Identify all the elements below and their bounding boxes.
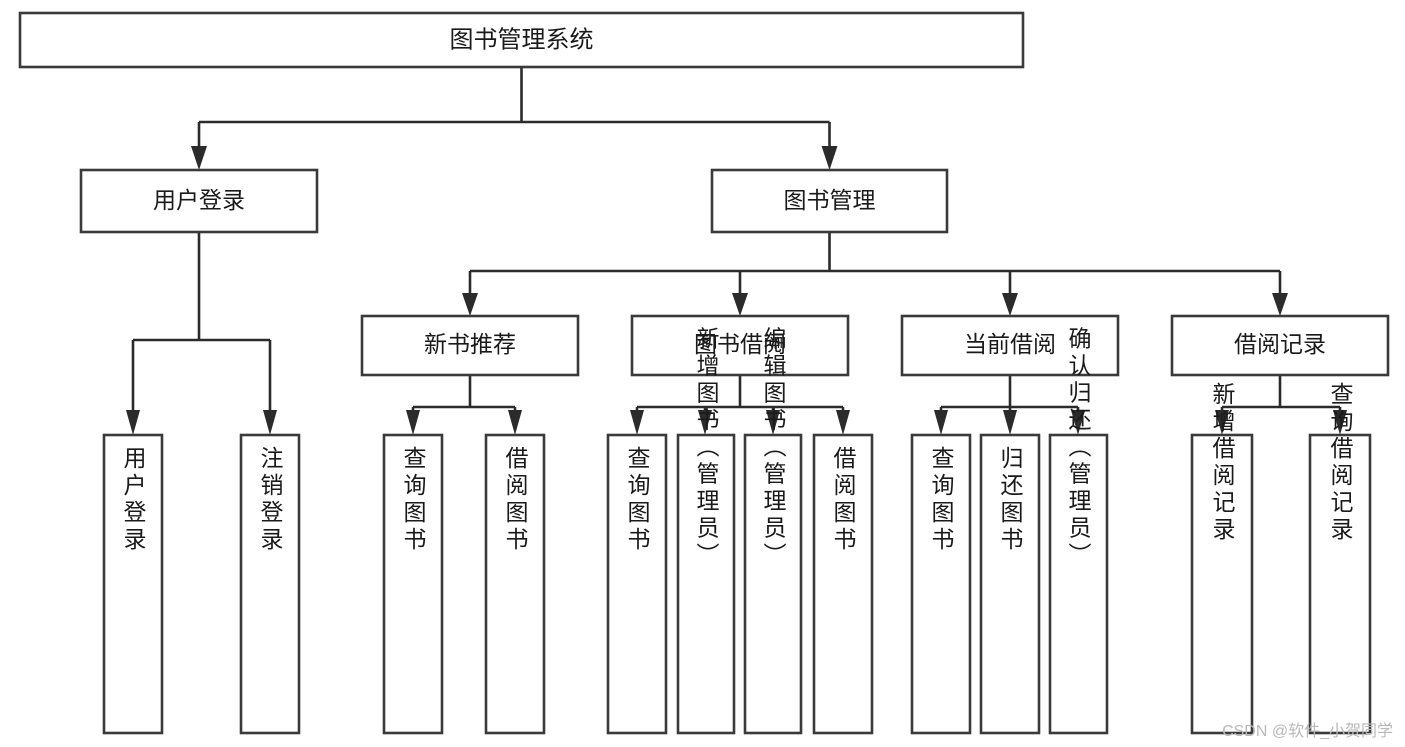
arrow-current-borrow	[1002, 293, 1018, 316]
node-root-box[interactable]	[18, 11, 1025, 69]
leaf-current-borrow-3-box[interactable]	[1048, 433, 1109, 735]
leaf-borrow-records-1[interactable]: 新增借阅记录	[1190, 382, 1254, 735]
node-current-borrow[interactable]: 当前借阅	[900, 314, 1120, 377]
leaf-current-borrow-2-label: 归还图书	[997, 446, 1024, 554]
leaf-new-book-1[interactable]: 查询图书	[382, 433, 444, 735]
leaf-book-borrow-3[interactable]: 编辑图书（管理员）	[743, 327, 803, 735]
arrow-book-manage	[821, 146, 838, 170]
leaf-current-borrow-2-box[interactable]	[979, 433, 1041, 735]
leaf-new-book-2-label: 借阅图书	[502, 446, 529, 554]
node-root[interactable]: 图书管理系统	[18, 11, 1025, 69]
arrow-leaf-current-borrow-3	[1071, 410, 1085, 435]
leaf-current-borrow-3-label: 确认归还（管理员）	[1065, 327, 1092, 570]
node-current-borrow-label: 当前借阅	[964, 331, 1056, 357]
node-user-login[interactable]: 用户登录	[79, 168, 319, 234]
arrow-leaf-book-borrow-2	[698, 410, 712, 435]
node-user-login-label: 用户登录	[153, 187, 245, 213]
node-current-borrow-box[interactable]	[900, 314, 1120, 377]
arrow-leaf-book-borrow-1	[630, 410, 644, 435]
leaf-borrow-records-2-box[interactable]	[1308, 433, 1372, 735]
node-borrow-records[interactable]: 借阅记录	[1170, 314, 1390, 377]
leaf-borrow-records-2-label: 查询借阅记录	[1327, 382, 1354, 544]
leaf-current-borrow-1-box[interactable]	[910, 433, 972, 735]
node-root-label: 图书管理系统	[450, 26, 594, 53]
leaf-user-login-1[interactable]: 用户登录	[102, 433, 164, 735]
leaf-book-borrow-2-label: 新增图书（管理员）	[693, 327, 720, 570]
leaf-borrow-records-2[interactable]: 查询借阅记录	[1308, 382, 1372, 735]
leaf-new-book-1-box[interactable]	[382, 433, 444, 735]
leaf-user-login-2-label: 注销登录	[257, 446, 284, 554]
leaf-current-borrow-1[interactable]: 查询图书	[910, 433, 972, 735]
node-book-borrow[interactable]: 图书借阅	[630, 314, 850, 377]
leaf-new-book-1-label: 查询图书	[400, 446, 427, 554]
node-book-manage-label: 图书管理	[784, 187, 876, 213]
node-new-book-recommend-box[interactable]	[360, 314, 580, 377]
node-new-book-recommend-label: 新书推荐	[424, 331, 516, 357]
arrow-leaf-book-borrow-4	[836, 410, 850, 435]
leaf-book-borrow-3-label: 编辑图书（管理员）	[760, 327, 787, 570]
node-book-borrow-box[interactable]	[630, 314, 850, 377]
leaf-user-login-1-box[interactable]	[102, 433, 164, 735]
node-book-borrow-label: 图书借阅	[694, 331, 786, 357]
leaf-user-login-2[interactable]: 注销登录	[239, 433, 301, 735]
leaf-book-borrow-1-box[interactable]	[606, 433, 668, 735]
node-book-manage[interactable]: 图书管理	[710, 168, 949, 234]
arrow-leaf-new-book-2	[508, 410, 522, 435]
leaf-book-borrow-4-box[interactable]	[812, 433, 874, 735]
arrow-leaf-borrow-records-2	[1333, 410, 1347, 435]
leaf-user-login-2-box[interactable]	[239, 433, 301, 735]
leaf-book-borrow-2-box[interactable]	[676, 433, 736, 735]
arrow-borrow-records	[1272, 293, 1288, 316]
arrow-leaf-borrow-records-1	[1215, 410, 1229, 435]
node-book-manage-box[interactable]	[710, 168, 949, 234]
connector-layer	[126, 67, 1347, 435]
leaf-book-borrow-2[interactable]: 新增图书（管理员）	[676, 327, 736, 735]
node-borrow-records-box[interactable]	[1170, 314, 1390, 377]
leaf-borrow-records-1-box[interactable]	[1190, 433, 1254, 735]
arrow-leaf-user-login-1	[126, 410, 140, 435]
leaf-new-book-2-box[interactable]	[484, 433, 546, 735]
leaf-borrow-records-1-label: 新增借阅记录	[1209, 382, 1236, 544]
leaf-book-borrow-3-box[interactable]	[743, 433, 803, 735]
arrow-leaf-current-borrow-2	[1003, 410, 1017, 435]
leaf-book-borrow-4-label: 借阅图书	[830, 446, 857, 554]
node-new-book-recommend[interactable]: 新书推荐	[360, 314, 580, 377]
leaf-user-login-1-label: 用户登录	[120, 446, 147, 554]
arrow-new-book	[462, 293, 478, 316]
arrow-leaf-book-borrow-3	[766, 410, 780, 435]
arrow-leaf-new-book-1	[406, 410, 420, 435]
node-borrow-records-label: 借阅记录	[1234, 331, 1326, 357]
leaf-book-borrow-4[interactable]: 借阅图书	[812, 433, 874, 735]
leaf-current-borrow-1-label: 查询图书	[928, 446, 955, 554]
arrow-user-login	[191, 146, 207, 170]
leaf-current-borrow-2[interactable]: 归还图书	[979, 433, 1041, 735]
leaf-new-book-2[interactable]: 借阅图书	[484, 433, 546, 735]
node-user-login-box[interactable]	[79, 168, 319, 234]
leaf-book-borrow-1[interactable]: 查询图书	[606, 433, 668, 735]
leaf-book-borrow-1-label: 查询图书	[624, 446, 651, 554]
arrow-leaf-current-borrow-1	[934, 410, 948, 435]
arrow-book-borrow	[732, 293, 748, 316]
arrow-leaf-user-login-2	[263, 410, 277, 435]
leaf-current-borrow-3[interactable]: 确认归还（管理员）	[1048, 327, 1109, 735]
